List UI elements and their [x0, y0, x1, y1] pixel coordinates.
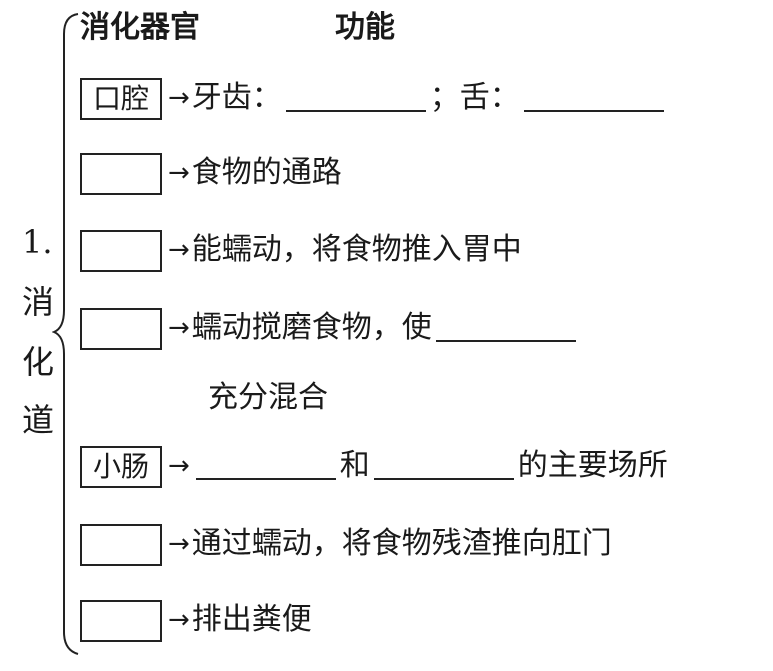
- arrow-icon: →: [168, 313, 190, 343]
- organ-box-mouth: 口腔: [80, 78, 162, 120]
- side-char-2: 化: [22, 343, 55, 381]
- function-text-3: 能蠕动，将食物推入胃中: [191, 232, 522, 267]
- header-function-label: 功能: [335, 10, 395, 45]
- function-row-3: → 能蠕动，将食物推入胃中: [168, 230, 522, 270]
- function-row-2: → 食物的通路: [168, 153, 342, 193]
- section-number: 1.: [22, 223, 53, 261]
- function-row-7: → 排出粪便: [168, 600, 312, 640]
- organ-box-blank-2[interactable]: [80, 153, 162, 195]
- arrow-icon: →: [168, 529, 190, 559]
- and-label: 和: [339, 448, 370, 483]
- arrow-icon: →: [168, 83, 190, 113]
- teeth-label: 牙齿：: [191, 80, 282, 115]
- function-text-4-cont: 充分混合: [208, 380, 328, 415]
- arrow-icon: →: [168, 158, 190, 188]
- answer-blank-intestine-1[interactable]: [195, 452, 336, 480]
- function-text-7: 排出粪便: [191, 602, 312, 637]
- organ-box-small-intestine: 小肠: [80, 446, 162, 488]
- organ-box-blank-3[interactable]: [80, 230, 162, 272]
- function-text-6: 通过蠕动，将食物残渣推向肛门: [191, 526, 612, 561]
- left-brace: [52, 13, 79, 655]
- function-text-2: 食物的通路: [191, 155, 342, 190]
- function-row-5: → 和 的主要场所: [168, 446, 668, 486]
- organ-box-blank-7[interactable]: [80, 600, 162, 642]
- function-text-5: 的主要场所: [517, 448, 668, 483]
- function-text-4: 蠕动搅磨食物，使: [191, 310, 432, 345]
- answer-blank-intestine-2[interactable]: [373, 452, 514, 480]
- arrow-icon: →: [168, 451, 190, 481]
- function-row-6: → 通过蠕动，将食物残渣推向肛门: [168, 524, 612, 564]
- side-char-3: 道: [22, 401, 55, 439]
- side-char-1: 消: [22, 283, 55, 321]
- header-organ-label: 消化器官: [80, 10, 200, 45]
- arrow-icon: →: [168, 235, 190, 265]
- tongue-label: ；舌：: [429, 80, 520, 115]
- organ-box-blank-4[interactable]: [80, 308, 162, 350]
- function-row-4: → 蠕动搅磨食物，使: [168, 308, 580, 348]
- answer-blank-stomach[interactable]: [435, 314, 576, 342]
- answer-blank-tongue[interactable]: [523, 84, 664, 112]
- organ-box-blank-6[interactable]: [80, 524, 162, 566]
- arrow-icon: →: [168, 605, 190, 635]
- answer-blank-teeth[interactable]: [285, 84, 426, 112]
- function-row-1: → 牙齿： ；舌：: [168, 78, 668, 118]
